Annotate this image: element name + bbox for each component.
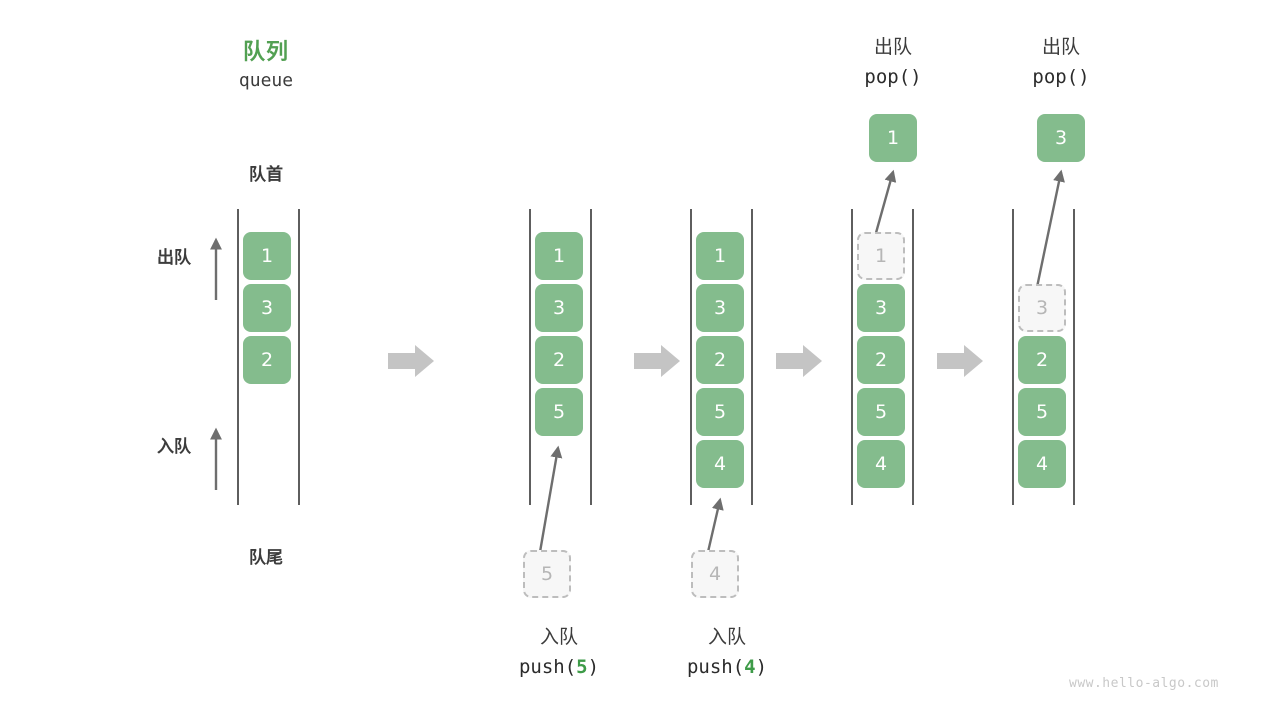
code-value: 4 [744,656,756,678]
pop-1-arrow [872,169,897,241]
step-arrow-icon [937,345,983,377]
code-prefix: pop( [1032,66,1079,88]
queue-cell: 1 [535,232,583,280]
popped-cell: 3 [1037,114,1085,162]
queue-cell: 5 [696,388,744,436]
step-caption-cn: 出队 [873,36,912,58]
queue-rail-left-step5 [1012,209,1014,505]
queue-cell: 2 [696,336,744,384]
incoming-ghost-cell: 5 [523,550,571,598]
queue-rail-left-step4 [851,209,853,505]
step-arrow-icon [634,345,680,377]
watermark: www.hello-algo.com [1069,676,1219,691]
code-suffix: ) [755,656,768,678]
queue-rail-right-step1 [298,209,300,505]
step-caption-code: pop() [981,66,1141,88]
queue-cell: 3 [535,284,583,332]
queue-cell-removed: 3 [1018,284,1066,332]
queue-cell: 2 [535,336,583,384]
page-subtitle: queue [238,70,294,91]
popped-cell: 1 [869,114,917,162]
queue-cell: 3 [243,284,291,332]
queue-rail-right-step4 [912,209,914,505]
front-label: 队首 [249,165,283,185]
queue-rail-right-step5 [1073,209,1075,505]
rear-label: 队尾 [249,548,283,568]
queue-cell: 5 [857,388,905,436]
queue-cell: 4 [1018,440,1066,488]
page-title: 队列 [242,40,289,65]
queue-cell: 1 [243,232,291,280]
code-prefix: push( [686,656,745,678]
code-prefix: pop( [864,66,911,88]
queue-rail-left-step3 [690,209,692,505]
dequeue-label: 出队 [157,248,191,268]
queue-cell: 2 [857,336,905,384]
step-arrow-icon [776,345,822,377]
queue-cell: 4 [857,440,905,488]
queue-rail-left-step2 [529,209,531,505]
incoming-ghost-cell: 4 [691,550,739,598]
code-prefix: push( [518,656,577,678]
queue-rail-right-step2 [590,209,592,505]
queue-cell: 3 [696,284,744,332]
step-caption-cn: 入队 [707,626,746,648]
queue-cell-new: 5 [535,388,583,436]
queue-cell: 1 [696,232,744,280]
code-suffix: ) [1078,66,1090,88]
queue-cell: 2 [243,336,291,384]
step-caption-code: push(5) [479,656,639,678]
pop-3-arrow [1034,169,1065,293]
queue-rail-right-step3 [751,209,753,505]
queue-cell-removed: 1 [857,232,905,280]
step-caption-cn: 出队 [1041,36,1080,58]
queue-rail-left-step1 [237,209,239,505]
step-arrow-icon [388,345,434,377]
queue-cell: 3 [857,284,905,332]
queue-cell: 5 [1018,388,1066,436]
step-caption-code: push(4) [647,656,807,678]
queue-cell: 2 [1018,336,1066,384]
code-suffix: ) [910,66,922,88]
push-5-arrow [538,445,563,553]
step-caption-cn: 入队 [539,626,578,648]
code-suffix: ) [587,656,600,678]
queue-cell-new: 4 [696,440,744,488]
step-caption-code: pop() [813,66,973,88]
enqueue-label: 入队 [157,437,191,457]
code-value: 5 [576,656,588,678]
push-4-arrow [706,497,724,553]
